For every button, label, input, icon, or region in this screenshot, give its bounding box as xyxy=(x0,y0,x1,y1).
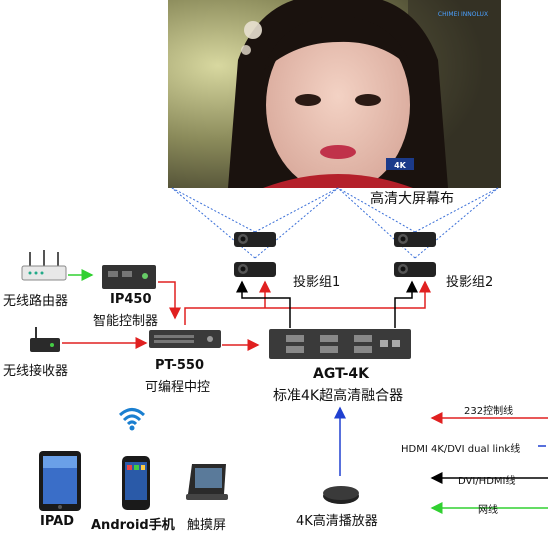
agt4k-device xyxy=(269,329,411,359)
line-ip450-pt550 xyxy=(158,281,181,320)
legend-dvi-hdmi: DVI/HDMI线 xyxy=(458,476,516,487)
ip450-device xyxy=(102,265,156,289)
router-label: 无线路由器 xyxy=(3,294,69,309)
projection-beams xyxy=(171,187,499,259)
pt550-label: 可编程中控 xyxy=(145,380,211,395)
touch-screen-icon xyxy=(186,464,228,500)
android-phone-icon xyxy=(122,456,150,510)
projection-screen: 4K CHIMEI INNOLUX xyxy=(168,0,501,188)
receiver-icon xyxy=(30,327,60,352)
player-label: 4K高清播放器 xyxy=(296,514,378,529)
ipad-icon xyxy=(39,451,81,511)
receiver-label: 无线接收器 xyxy=(3,364,69,379)
player-icon xyxy=(323,486,359,504)
screen-label: 高清大屏幕布 xyxy=(370,191,454,207)
pt550-device xyxy=(149,330,221,348)
touch-screen-label: 触摸屏 xyxy=(187,518,227,533)
ip450-label: 智能控制器 xyxy=(93,314,159,329)
agt4k-label: 标准4K超高清融合器 xyxy=(273,388,404,404)
line-video-projector2 xyxy=(394,280,418,328)
pt550-model: PT-550 xyxy=(155,358,205,373)
line-video-projector1 xyxy=(236,280,291,328)
wifi-icon xyxy=(118,408,146,431)
agt4k-model: AGT-4K xyxy=(313,366,369,382)
projector-icon xyxy=(234,262,276,277)
projector-icon xyxy=(394,262,436,277)
legend-hdmi-dual: HDMI 4K/DVI dual link线 xyxy=(401,444,521,455)
projector-icon xyxy=(234,232,276,247)
ip450-model: IP450 xyxy=(110,292,152,307)
legend-network: 网线 xyxy=(478,505,498,516)
projector-group2-label: 投影组2 xyxy=(446,275,494,290)
android-label: Android手机 xyxy=(91,518,175,533)
legend-rs232: 232控制线 xyxy=(464,406,514,417)
screen-brand: CHIMEI INNOLUX xyxy=(438,11,488,18)
projector-icon xyxy=(394,232,436,247)
projector-group1-label: 投影组1 xyxy=(293,275,341,290)
screen-badge-4k: 4K xyxy=(394,161,407,170)
ipad-label: IPAD xyxy=(40,514,75,529)
router-icon xyxy=(21,250,67,281)
line-control-projector2 xyxy=(184,280,431,325)
